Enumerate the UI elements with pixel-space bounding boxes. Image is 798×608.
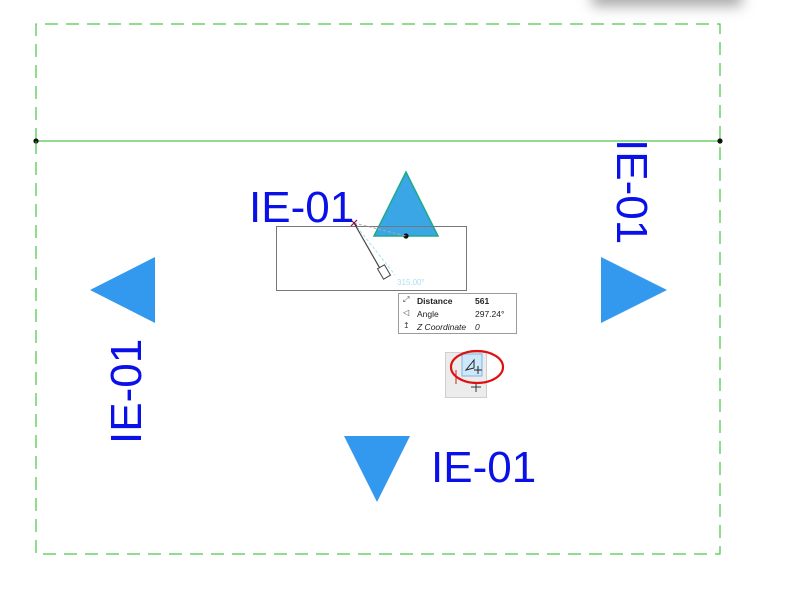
highlight-circle — [449, 349, 505, 385]
rotation-arm — [353, 222, 383, 273]
boundary-node-right[interactable] — [717, 138, 723, 144]
selection-box — [276, 226, 467, 291]
move-node-icon — [464, 358, 482, 374]
tracker-label: Angle — [417, 309, 439, 319]
move-node-button[interactable] — [461, 353, 483, 377]
elevation-marker-down[interactable] — [344, 436, 410, 502]
tag-label-right[interactable]: IE-01 — [607, 139, 656, 245]
angle-icon: ◁ — [403, 308, 410, 317]
pencil-cursor-icon — [376, 264, 392, 280]
room-boundary — [35, 141, 721, 555]
tracker-label: Distance — [417, 296, 453, 306]
move-tool-overlay[interactable] — [440, 346, 510, 402]
tag-label-bottom[interactable]: IE-01 — [431, 443, 537, 492]
rotation-reference-line — [353, 222, 407, 237]
z-coordinate-icon: ↥ — [403, 321, 410, 330]
elevation-marker-left[interactable] — [90, 257, 155, 323]
tracker-row-angle[interactable]: ◁ Angle 297.24° — [399, 308, 518, 321]
angle-hint-label: 315.00° — [397, 278, 425, 287]
elevation-marker-right[interactable] — [601, 257, 667, 323]
tracker-panel: ⤢ Distance 561 ◁ Angle 297.24° ↥ Z Coord… — [398, 293, 517, 334]
rotation-guide-line — [353, 222, 396, 276]
tracker-row-distance[interactable]: ⤢ Distance 561 — [399, 295, 518, 308]
tracker-label: Z Coordinate — [417, 322, 467, 332]
tracker-row-z-coordinate[interactable]: ↥ Z Coordinate 0 — [399, 321, 518, 334]
rotation-center-icon — [350, 219, 358, 227]
tracker-value[interactable]: 561 — [475, 296, 490, 306]
distance-icon: ⤢ — [403, 295, 410, 304]
tag-label-left[interactable]: IE-01 — [102, 338, 151, 444]
tracker-value[interactable]: 0 — [475, 322, 480, 332]
upper-zone-boundary — [35, 23, 721, 142]
tag-label-top[interactable]: IE-01 — [249, 183, 355, 232]
tracker-value[interactable]: 297.24° — [475, 309, 505, 319]
marker-hotspot[interactable] — [403, 233, 409, 239]
